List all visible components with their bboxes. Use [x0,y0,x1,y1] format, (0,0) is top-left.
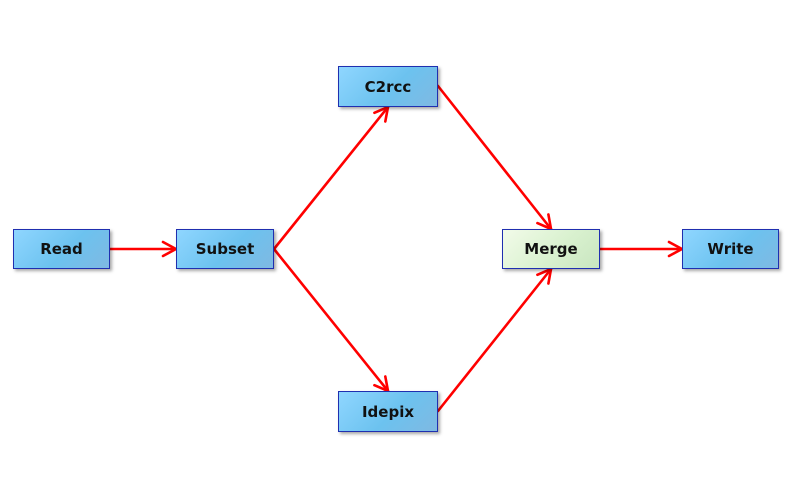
node-read[interactable]: Read [13,229,110,269]
edge-subset-idepix [272,247,390,393]
edge-idepix-merge [436,267,553,413]
node-merge[interactable]: Merge [502,229,600,269]
node-c2rcc[interactable]: C2rcc [338,66,438,107]
edge-c2rcc-merge [436,84,553,231]
node-write[interactable]: Write [682,229,779,269]
arrowhead-subset-c2rcc [373,105,390,123]
edge-subset-c2rcc [272,105,390,251]
arrowhead-idepix-merge [536,267,553,285]
node-subset[interactable]: Subset [176,229,274,269]
node-idepix[interactable]: Idepix [338,391,438,432]
